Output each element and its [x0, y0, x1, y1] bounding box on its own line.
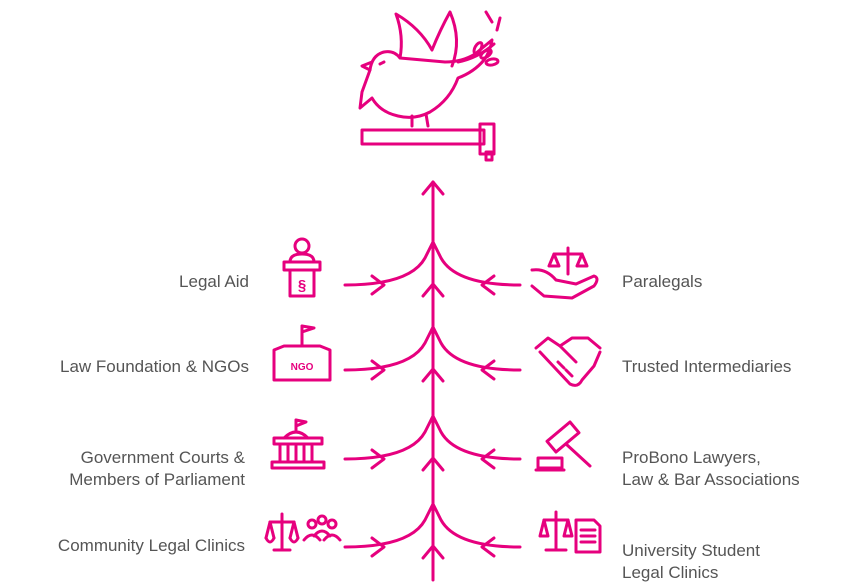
label-government-courts: Government Courts & Members of Parliamen…: [69, 447, 245, 491]
dove-with-olive-branch-icon: [358, 10, 502, 128]
label-line: Law & Bar Associations: [622, 470, 800, 489]
label-line: Legal Aid: [179, 272, 249, 291]
label-line: Trusted Intermediaries: [622, 357, 792, 376]
scales-with-people-icon: [264, 512, 342, 552]
right-inbound-arrowheads: [480, 274, 496, 558]
label-line: Paralegals: [622, 272, 703, 291]
gavel-icon: [360, 122, 496, 162]
scales-in-hand-icon: [530, 246, 599, 300]
label-law-foundation-ngos: Law Foundation & NGOs: [60, 356, 249, 378]
label-trusted-intermediaries: Trusted Intermediaries: [622, 356, 791, 378]
label-line: Members of Parliament: [69, 470, 245, 489]
parliament-building-icon: [270, 418, 326, 470]
svg-text:NGO: NGO: [291, 362, 314, 373]
label-line: Government Courts &: [80, 448, 245, 467]
junction-arrowheads: [421, 282, 445, 560]
scales-with-document-icon: [538, 510, 602, 554]
label-line: University Student: [622, 541, 760, 560]
trunk-arrow: [421, 180, 445, 582]
svg-text:§: §: [298, 277, 306, 294]
label-line: Legal Clinics: [622, 563, 719, 582]
left-inbound-arrowheads: [370, 274, 386, 558]
label-line: ProBono Lawyers,: [622, 448, 761, 467]
label-university-student-legal-clinics: University Student Legal Clinics: [622, 540, 760, 584]
branch-curves: [343, 240, 522, 549]
label-community-legal-clinics: Community Legal Clinics: [58, 535, 245, 557]
ngo-building-flag-icon: NGO: [272, 324, 332, 382]
label-paralegals: Paralegals: [622, 271, 702, 293]
label-line: Law Foundation & NGOs: [60, 357, 249, 376]
gavel-block-icon: [534, 420, 592, 472]
label-legal-aid: Legal Aid: [179, 271, 249, 293]
label-probono-lawyers: ProBono Lawyers, Law & Bar Associations: [622, 447, 800, 491]
desk-with-section-sign-icon: §: [282, 237, 322, 298]
label-line: Community Legal Clinics: [57, 536, 245, 555]
handshake-icon: [534, 336, 602, 387]
